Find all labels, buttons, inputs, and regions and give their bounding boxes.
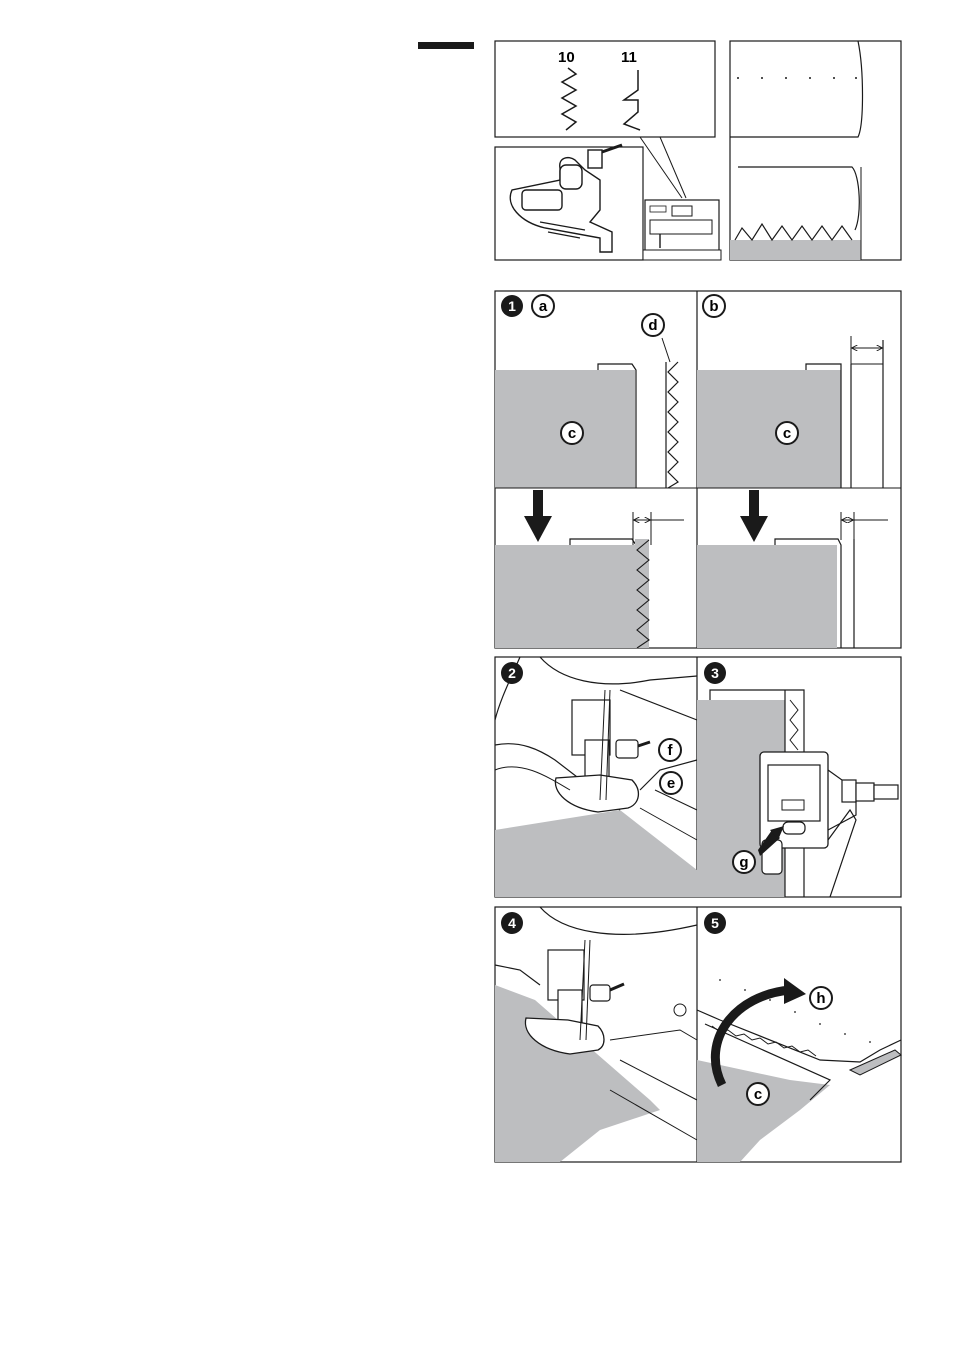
step-1-panel xyxy=(495,291,901,648)
svg-text:c: c xyxy=(754,1086,762,1103)
svg-text:h: h xyxy=(816,990,825,1007)
callout-c-1a: c xyxy=(561,422,583,444)
step-4-badge: 4 xyxy=(501,912,523,934)
callout-h: h xyxy=(810,987,832,1009)
svg-text:4: 4 xyxy=(508,915,516,931)
callout-c-5: c xyxy=(747,1083,769,1105)
callout-d: d xyxy=(642,314,664,336)
callout-c-1b: c xyxy=(776,422,798,444)
callout-b: b xyxy=(703,295,725,317)
stitch-label-10: 10 xyxy=(558,49,575,66)
svg-text:3: 3 xyxy=(711,665,719,681)
stitch-label-11: 11 xyxy=(621,49,637,66)
svg-text:2: 2 xyxy=(508,665,516,681)
svg-text:c: c xyxy=(783,425,791,442)
step-4-5-panel xyxy=(495,907,901,1162)
finished-hem-panel xyxy=(730,41,901,260)
step-1-badge: 1 xyxy=(501,295,523,317)
svg-text:d: d xyxy=(648,317,657,334)
step-3-badge: 3 xyxy=(704,662,726,684)
callout-e: e xyxy=(660,772,682,794)
step-5-badge: 5 xyxy=(704,912,726,934)
svg-text:b: b xyxy=(709,298,718,315)
sewing-machine-drawing xyxy=(643,200,721,260)
svg-text:a: a xyxy=(539,298,548,315)
svg-text:1: 1 xyxy=(508,298,516,314)
callout-a: a xyxy=(532,295,554,317)
svg-text:e: e xyxy=(667,775,675,792)
overcast-foot-panel xyxy=(495,145,643,260)
svg-text:c: c xyxy=(568,425,576,442)
step-2-badge: 2 xyxy=(501,662,523,684)
callout-g: g xyxy=(733,851,755,873)
svg-text:5: 5 xyxy=(711,915,719,931)
step-2-3-panel xyxy=(495,657,901,897)
svg-text:g: g xyxy=(739,854,748,871)
callout-f: f xyxy=(659,739,681,761)
